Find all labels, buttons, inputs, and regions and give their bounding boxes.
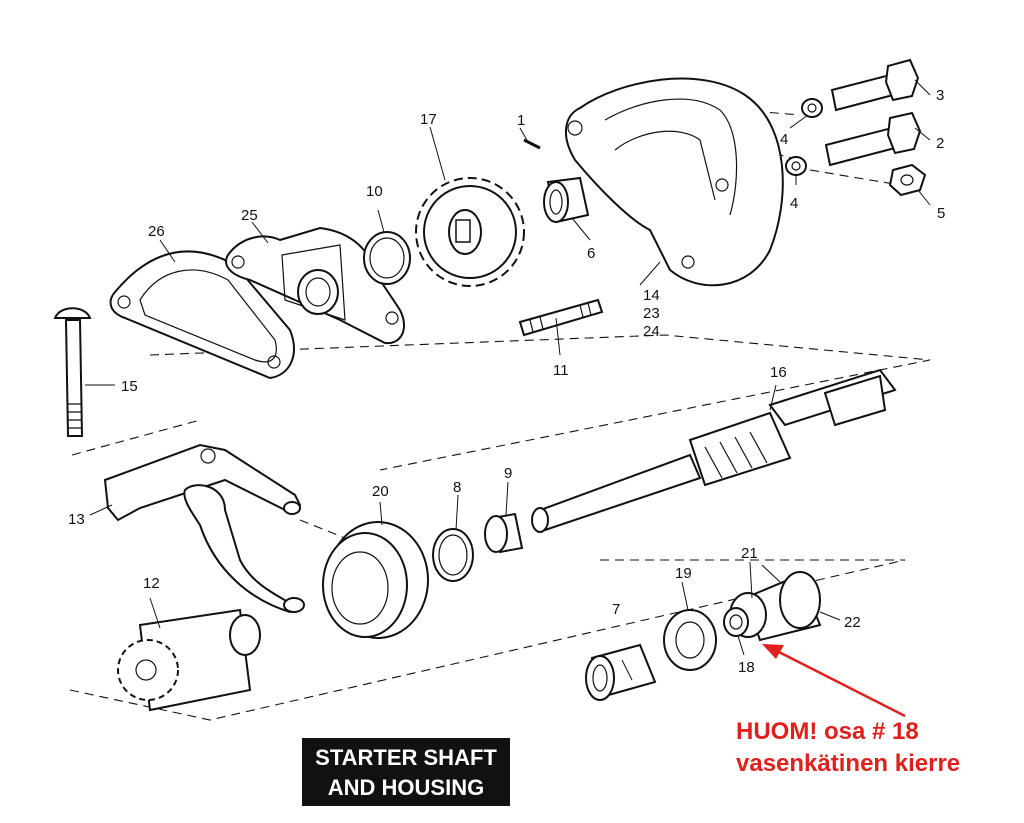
part-20-pulley [322,521,429,639]
part-7-bushing [585,643,657,701]
part-9-bushing [484,512,524,554]
label-part-25: 25 [241,207,258,224]
part-6-bushing [543,176,590,224]
label-part-4-lower: 4 [790,195,798,212]
label-part-11: 11 [553,362,569,379]
label-part-23: 23 [643,305,660,322]
label-part-17: 17 [420,111,437,128]
part-10-oring [363,231,411,285]
part-labels: 1 2 3 4 4 5 6 7 8 9 10 11 12 13 14 23 24… [68,87,945,676]
part-3-bolt [830,58,920,112]
diagram-title-line1: STARTER SHAFT [315,745,497,770]
warning-note-line2: vasenkätinen kierre [736,750,961,777]
label-part-21: 21 [741,545,758,562]
label-part-22: 22 [844,614,861,631]
label-part-3: 3 [936,87,944,104]
label-part-13: 13 [68,511,85,528]
warning-note-line1: HUOM! osa # 18 [736,718,919,745]
part-25-plate [225,226,405,345]
label-part-6: 6 [587,245,595,262]
part-26-gasket [109,250,295,380]
label-part-24: 24 [643,323,660,340]
label-part-9: 9 [504,465,512,482]
note-arrow [762,644,906,718]
label-part-7: 7 [612,601,620,618]
warning-note: HUOM! osa # 18 vasenkätinen kierre [736,716,960,780]
leader-lines [85,79,931,681]
part-18-nut [723,607,749,637]
label-part-15: 15 [121,378,138,395]
label-part-1: 1 [517,112,525,129]
label-part-19: 19 [675,565,692,582]
diagram-title-line2: AND HOUSING [327,775,485,800]
label-part-26: 26 [148,223,165,240]
label-part-4-upper: 4 [780,131,788,148]
part-1-pin [523,138,541,150]
part-12-drive [117,608,261,712]
label-part-8: 8 [453,479,461,496]
part-4-lockwasher-lower [785,156,807,176]
label-part-20: 20 [372,483,389,500]
part-15-screw [53,307,92,437]
part-4-lockwasher-upper [801,98,823,118]
label-part-5: 5 [937,205,945,222]
label-part-10: 10 [366,183,383,200]
label-part-14: 14 [643,287,660,304]
label-part-2: 2 [936,135,944,152]
label-part-16: 16 [770,364,787,381]
part-13-lever [103,443,305,614]
part-8-retaining-ring [432,528,474,582]
part-14-housing [564,77,784,287]
part-19-washer [663,609,717,671]
part-5-nut [888,163,927,197]
part-11-stud [518,298,604,337]
label-part-18: 18 [738,659,755,676]
part-2-bolt [824,111,922,167]
diagram-title-box: STARTER SHAFT AND HOUSING [302,738,510,806]
part-17-gear [415,177,525,287]
part-16-shaft [531,368,897,533]
label-part-12: 12 [143,575,160,592]
